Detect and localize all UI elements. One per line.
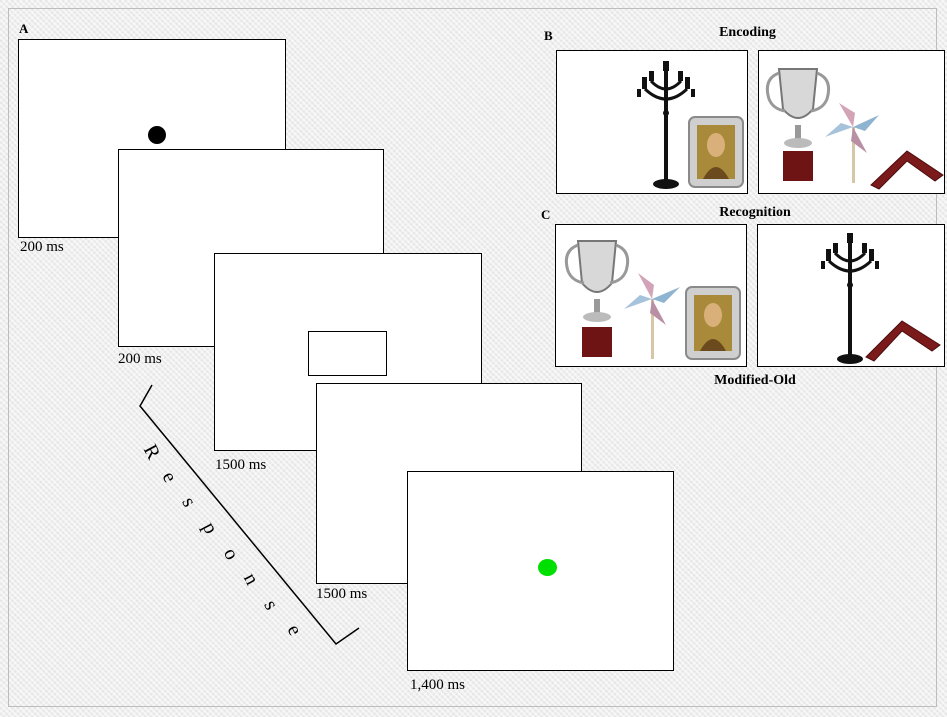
recognition-panel-2 <box>757 224 945 367</box>
trophy-icon <box>566 241 627 357</box>
panel-c-label: C <box>541 208 550 221</box>
candelabra-icon <box>821 233 879 364</box>
boomerang-icon <box>871 151 943 189</box>
boomerang-icon <box>866 321 940 361</box>
pinwheel-icon <box>624 273 680 359</box>
trophy-icon <box>767 69 828 181</box>
encoding-panel-1 <box>556 50 748 194</box>
recognition-panel-1 <box>555 224 747 367</box>
modified-old-caption: Modified-Old <box>700 374 810 388</box>
pinwheel-icon <box>825 103 879 183</box>
candelabra-icon <box>637 61 695 189</box>
encoding-heading: Encoding <box>700 26 795 40</box>
encoding-panel-2 <box>758 50 945 194</box>
picture-frame-icon <box>689 117 743 187</box>
recognition-heading: Recognition <box>700 206 810 220</box>
panel-b-label: B <box>544 29 553 42</box>
picture-frame-icon <box>686 287 740 359</box>
